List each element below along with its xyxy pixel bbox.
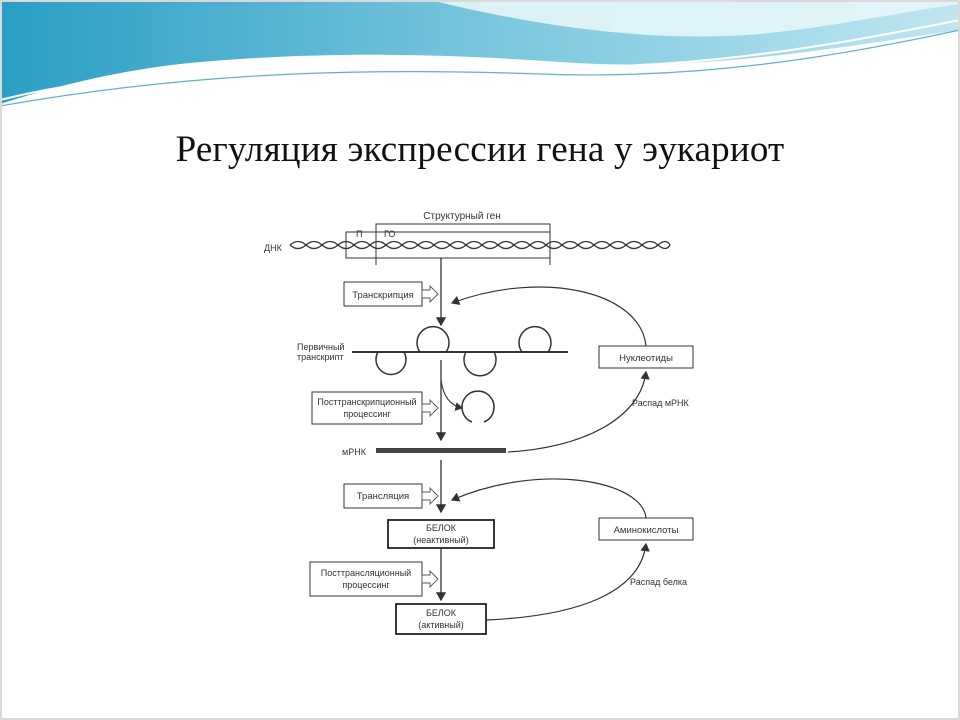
protein-inactive-label-2: (неактивный) xyxy=(413,535,468,545)
structural-gene-bracket: Структурный ген xyxy=(375,211,551,265)
mrna-decay-label: Распад мРНК xyxy=(632,398,690,408)
splice-arrow xyxy=(440,379,464,411)
posttranscription-label-1: Посттранскрипционный xyxy=(317,397,416,407)
promoter-label: П xyxy=(356,229,362,239)
primary-transcript-label-1: Первичный xyxy=(297,342,344,352)
protein-decay-label: Распад белка xyxy=(630,577,687,587)
dna-helix: ДНК П ГО xyxy=(264,229,671,259)
translation-label: Трансляция xyxy=(357,491,409,502)
mrna-bar xyxy=(376,448,506,453)
amino-acids-label: Аминокислоты xyxy=(614,525,679,536)
protein-decay-arrow xyxy=(485,542,650,621)
posttranscription-label-2: процессинг xyxy=(343,409,391,419)
dna-label: ДНК xyxy=(264,243,283,253)
transcription-box: Транскрипция xyxy=(343,281,439,307)
posttranslation-label-1: Посттрансляционный xyxy=(321,568,411,578)
structural-gene-label: Структурный ген xyxy=(423,211,500,222)
amino-acids-recycle-arrow xyxy=(450,478,647,519)
primary-transcript: Первичный транскрипт xyxy=(297,325,568,377)
translation-box: Трансляция xyxy=(343,483,439,509)
nucleotides-recycle-arrow xyxy=(450,286,647,347)
excised-intron xyxy=(461,390,495,423)
posttranscription-box: Посттранскрипционный процессинг xyxy=(311,391,439,425)
amino-acids-box: Аминокислоты xyxy=(598,517,694,541)
transcription-label: Транскрипция xyxy=(352,290,414,301)
primary-transcript-label-2: транскрипт xyxy=(297,352,344,362)
gene-region-box xyxy=(345,231,551,259)
protein-active-label-2: (активный) xyxy=(418,620,463,630)
protein-inactive-label-1: БЕЛОК xyxy=(426,523,457,533)
header-wave-line xyxy=(0,19,960,101)
header-wave-highlight xyxy=(430,0,960,37)
protein-active-box: БЕЛОК (активный) xyxy=(395,603,487,635)
mrna-label: мРНК xyxy=(342,447,367,457)
protein-inactive-box: БЕЛОК (неактивный) xyxy=(387,519,495,549)
header-wave-line-2 xyxy=(0,29,960,107)
mrna-decay-arrow xyxy=(507,370,650,453)
protein-active-label-1: БЕЛОК xyxy=(426,608,457,618)
go-label: ГО xyxy=(384,229,395,239)
posttranslation-label-2: процессинг xyxy=(342,580,390,590)
posttranslation-box: Посттрансляционный процессинг xyxy=(309,561,439,597)
nucleotides-label: Нуклеотиды xyxy=(619,353,673,364)
slide-title: Регуляция экспрессии гена у эукариот xyxy=(175,129,785,170)
nucleotides-box: Нуклеотиды xyxy=(598,345,694,369)
